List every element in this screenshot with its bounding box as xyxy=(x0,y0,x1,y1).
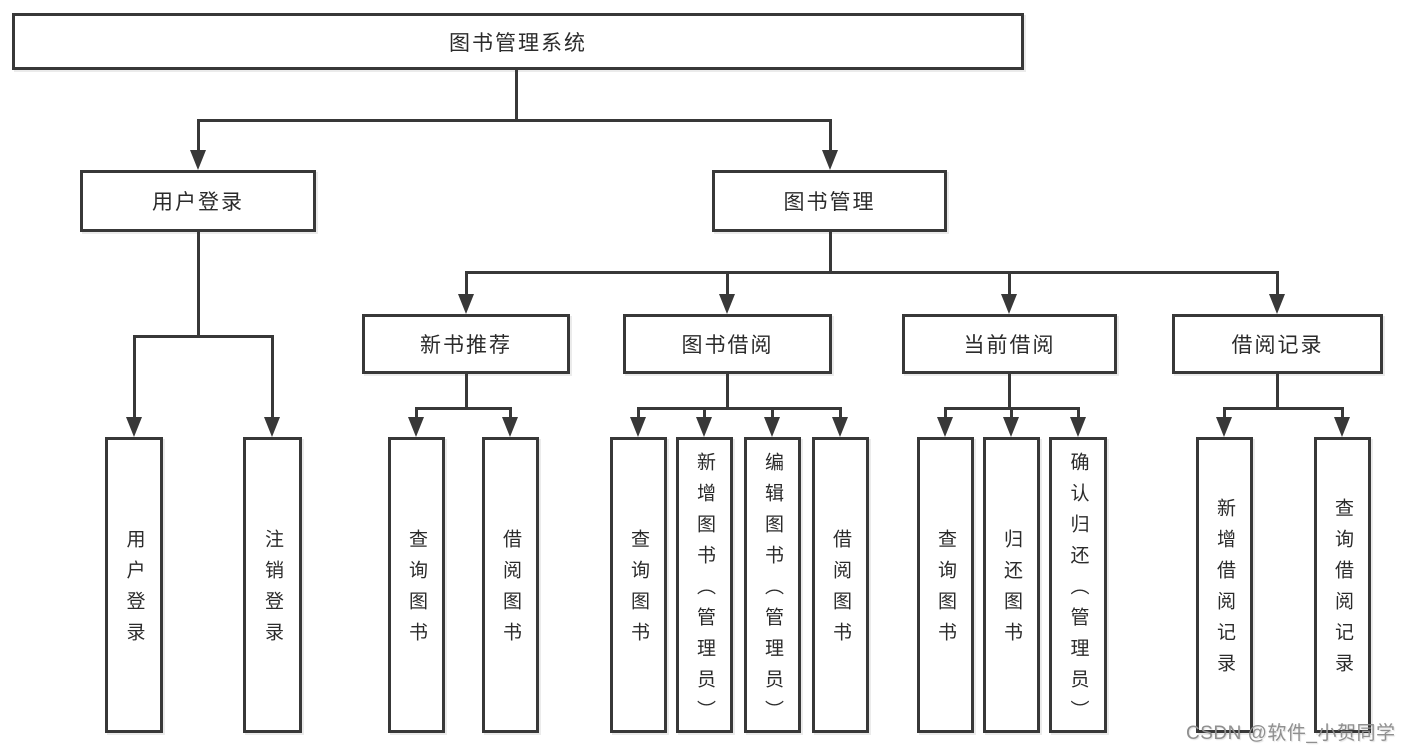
connector-nbr-vertical xyxy=(465,374,468,407)
node-label: 借阅记录 xyxy=(1231,334,1324,357)
connector-user-login-horizontal xyxy=(133,335,274,338)
leaf-label: 用户登录 xyxy=(123,529,145,653)
arrow-down-icon xyxy=(126,417,142,437)
arrow-down-icon xyxy=(696,417,712,437)
leaf-borrow-books-recommend: 借阅图书 xyxy=(482,437,539,733)
node-new-book-recommend: 新书推荐 xyxy=(362,314,570,374)
node-library-system: 图书管理系统 xyxy=(12,13,1024,70)
connector-l3-stem xyxy=(726,271,729,296)
node-label: 图书借阅 xyxy=(681,334,774,357)
leaf-add-book-admin: 新增图书（管理员） xyxy=(676,437,733,733)
arrow-down-icon xyxy=(1001,294,1017,314)
arrow-down-icon xyxy=(1216,417,1232,437)
leaf-label: 查询图书 xyxy=(935,529,956,653)
connector-root-vertical xyxy=(515,70,518,119)
leaf-label: 新增图书（管理员） xyxy=(694,451,715,731)
leaf-query-borrow-record: 查询借阅记录 xyxy=(1314,437,1371,733)
node-current-borrowing: 当前借阅 xyxy=(902,314,1117,374)
leaf-query-books-recommend: 查询图书 xyxy=(388,437,445,733)
leaf-user-login: 用户登录 xyxy=(105,437,163,733)
node-book-management: 图书管理 xyxy=(712,170,947,232)
arrow-down-icon xyxy=(719,294,735,314)
connector-leaf-stem xyxy=(771,407,774,419)
connector-nbr-horizontal xyxy=(415,407,511,410)
leaf-label: 借阅图书 xyxy=(830,529,851,653)
arrow-down-icon xyxy=(502,417,518,437)
node-label: 新书推荐 xyxy=(420,334,512,357)
connector-l3-stem xyxy=(1008,271,1011,296)
connector-leaf-stem xyxy=(703,407,706,419)
leaf-label: 确认归还（管理员） xyxy=(1067,451,1089,731)
leaf-label: 查询图书 xyxy=(406,529,427,653)
connector-book-mgmt-stem xyxy=(829,119,832,152)
connector-leaf-stem xyxy=(415,407,418,419)
arrow-down-icon xyxy=(764,417,780,437)
leaf-label: 查询借阅记录 xyxy=(1332,498,1353,684)
connector-leaf-stem xyxy=(637,407,640,419)
connector-user-login-stem xyxy=(197,119,200,152)
leaf-edit-book-admin: 编辑图书（管理员） xyxy=(744,437,801,733)
arrow-down-icon xyxy=(1269,294,1285,314)
node-user-login: 用户登录 xyxy=(80,170,316,232)
arrow-down-icon xyxy=(1003,417,1019,437)
leaf-logout: 注销登录 xyxy=(243,437,302,733)
arrow-down-icon xyxy=(1070,417,1086,437)
connector-l3-stem xyxy=(1276,271,1279,296)
leaf-label: 新增借阅记录 xyxy=(1214,498,1235,684)
connector-leaf-stem xyxy=(1077,407,1080,419)
connector-level2-horizontal xyxy=(465,271,1279,274)
arrow-down-icon xyxy=(458,294,474,314)
node-label: 当前借阅 xyxy=(963,334,1056,357)
connector-level1-horizontal xyxy=(197,119,831,122)
connector-bb-horizontal xyxy=(637,407,841,410)
leaf-return-book: 归还图书 xyxy=(983,437,1040,733)
connector-leaf-stem xyxy=(839,407,842,419)
node-book-borrowing: 图书借阅 xyxy=(623,314,832,374)
arrow-down-icon xyxy=(264,417,280,437)
leaf-label: 归还图书 xyxy=(1001,529,1022,653)
leaf-confirm-return-admin: 确认归还（管理员） xyxy=(1049,437,1107,733)
leaf-label: 查询图书 xyxy=(628,529,649,653)
leaf-borrow-books-borrowing: 借阅图书 xyxy=(812,437,869,733)
connector-br-vertical xyxy=(1276,374,1279,407)
node-borrowing-records: 借阅记录 xyxy=(1172,314,1383,374)
arrow-down-icon xyxy=(822,150,838,170)
leaf-label: 注销登录 xyxy=(262,529,283,653)
leaf-query-books-borrowing: 查询图书 xyxy=(610,437,667,733)
leaf-query-books-current: 查询图书 xyxy=(917,437,974,733)
leaf-label: 借阅图书 xyxy=(500,529,521,653)
connector-cb-vertical xyxy=(1008,374,1011,407)
watermark: CSDN @软件_小贺同学 xyxy=(1186,723,1396,744)
connector-user-login-vertical xyxy=(197,232,200,335)
connector-leaf-stem xyxy=(1223,407,1226,419)
connector-l3-stem xyxy=(465,271,468,296)
arrow-down-icon xyxy=(937,417,953,437)
arrow-down-icon xyxy=(630,417,646,437)
connector-leaf-stem xyxy=(509,407,512,419)
connector-br-horizontal xyxy=(1223,407,1343,410)
connector-leaf-stem xyxy=(944,407,947,419)
leaf-add-borrow-record: 新增借阅记录 xyxy=(1196,437,1253,733)
node-label: 图书管理系统 xyxy=(449,31,587,55)
arrow-down-icon xyxy=(832,417,848,437)
connector-bb-vertical xyxy=(726,374,729,407)
arrow-down-icon xyxy=(190,150,206,170)
connector-leaf-stem xyxy=(133,335,136,419)
node-label: 图书管理 xyxy=(783,191,876,214)
leaf-label: 编辑图书（管理员） xyxy=(762,451,783,731)
node-label: 用户登录 xyxy=(152,191,244,214)
connector-book-mgmt-vertical xyxy=(829,232,832,271)
connector-leaf-stem xyxy=(271,335,274,419)
connector-leaf-stem xyxy=(1341,407,1344,419)
arrow-down-icon xyxy=(1334,417,1350,437)
arrow-down-icon xyxy=(408,417,424,437)
connector-leaf-stem xyxy=(1010,407,1013,419)
